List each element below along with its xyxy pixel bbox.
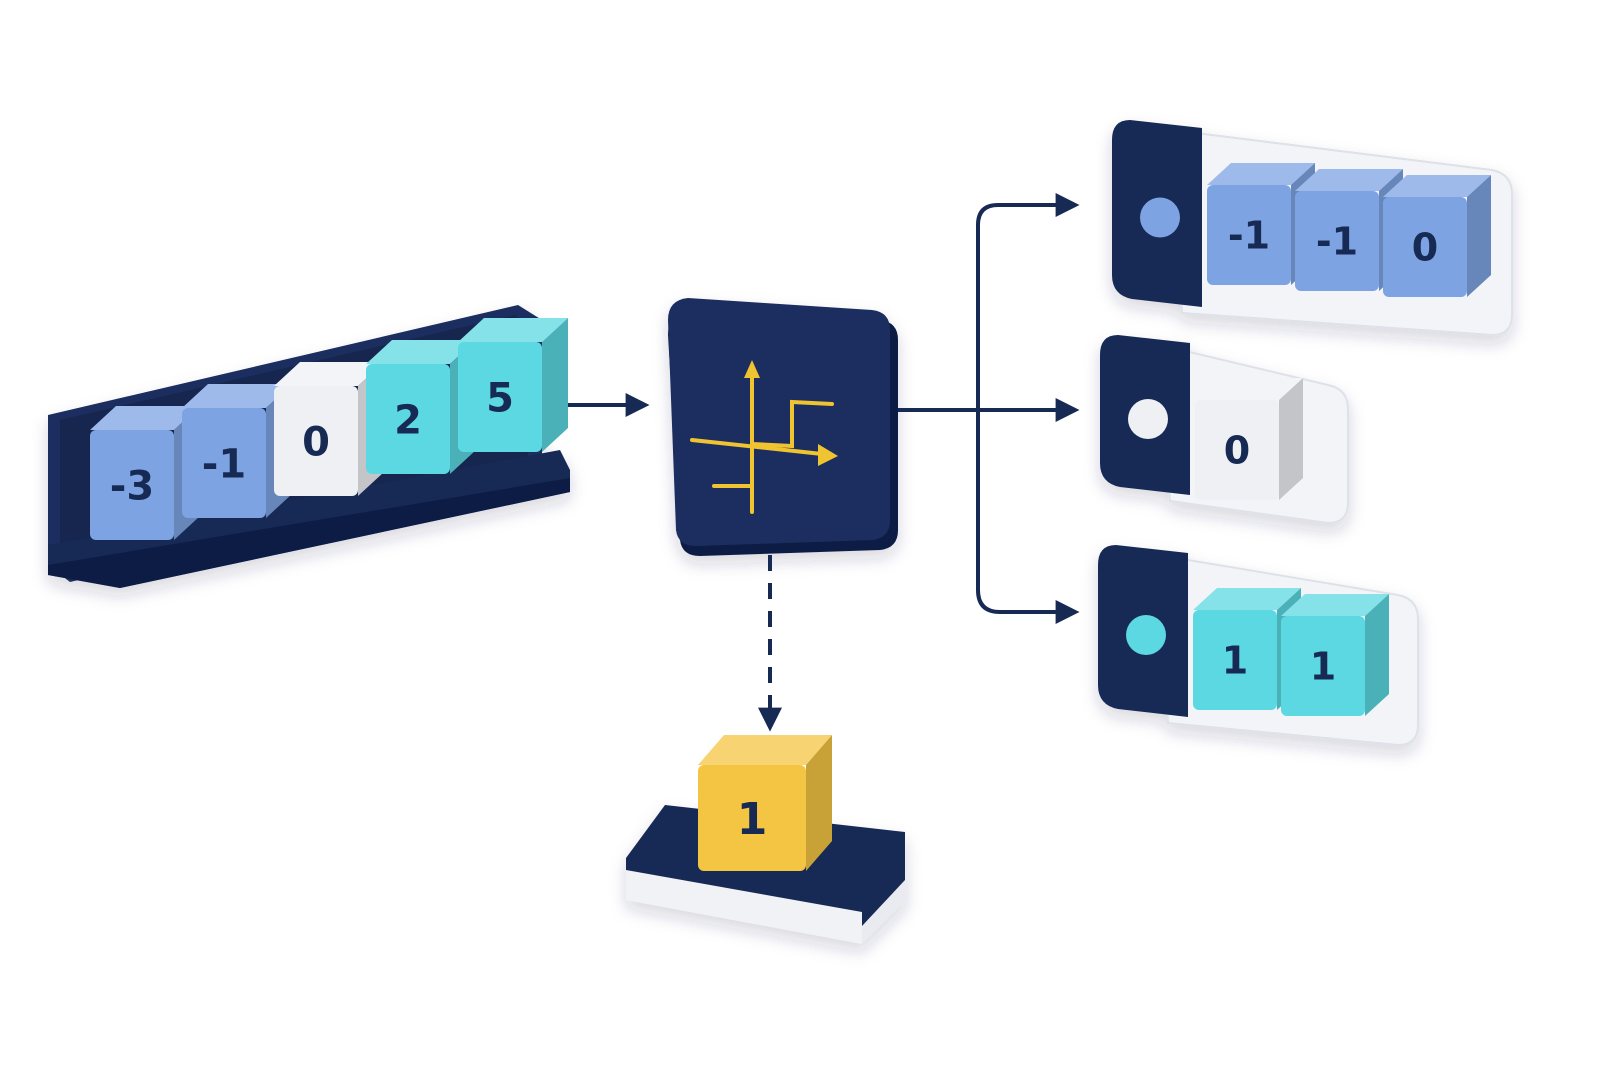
input-block-1-label: -1 (202, 441, 246, 487)
input-block-0: -3 (90, 406, 200, 540)
input-block-4: 5 (458, 318, 568, 452)
output-positive-block-0-label: 1 (1222, 639, 1248, 683)
output-group-zero-indicator (1128, 399, 1168, 439)
scalar-output-block: 1 (698, 735, 832, 871)
output-zero-block-0: 0 (1195, 378, 1303, 500)
output-negative-block-2-label: 0 (1412, 226, 1438, 270)
input-block-3-label: 2 (394, 397, 422, 443)
output-positive-block-1-label: 1 (1310, 645, 1336, 689)
scalar-output-block-label: 1 (737, 794, 768, 845)
input-values: -3 -1 0 2 5 (90, 318, 568, 540)
sign-function-icon (690, 360, 838, 514)
output-negative-block-0-label: -1 (1228, 214, 1270, 258)
scalar-pedestal (626, 805, 906, 944)
branch-connectors (898, 193, 1080, 624)
input-block-2-label: 0 (302, 419, 330, 465)
output-negative-block-2: 0 (1383, 175, 1491, 297)
input-block-4-label: 5 (486, 375, 514, 421)
output-groups: -1 -1 0 0 1 1 (1098, 120, 1513, 747)
input-block-0-label: -3 (110, 463, 154, 509)
output-negative-block-1-label: -1 (1316, 220, 1358, 264)
output-zero-block-0-label: 0 (1224, 429, 1250, 473)
output-positive-block-1: 1 (1281, 594, 1389, 716)
output-group-negative-indicator (1140, 197, 1180, 238)
output-group-positive-indicator (1126, 615, 1166, 655)
function-node (668, 298, 898, 556)
scalar-output: 1 (698, 735, 832, 871)
